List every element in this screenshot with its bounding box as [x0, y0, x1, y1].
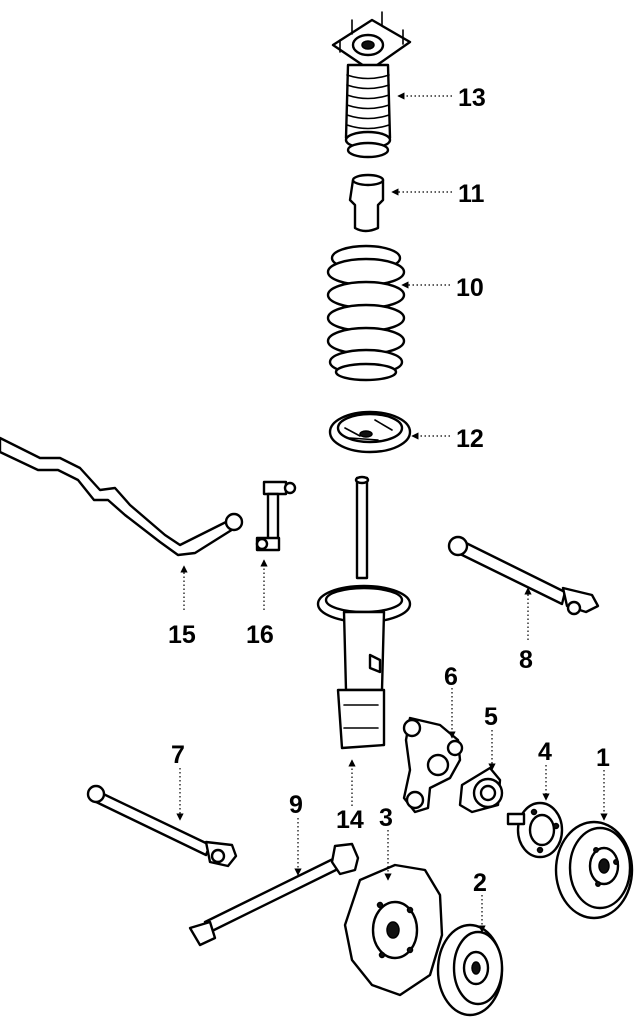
callout-14: 14	[336, 806, 364, 834]
callout-9: 9	[289, 791, 303, 819]
stabilizer-link-part	[255, 480, 297, 552]
bump-stop-part	[348, 173, 385, 233]
callout-11: 11	[458, 180, 485, 208]
spring-seat-part	[328, 410, 412, 454]
lateral-link-part	[447, 535, 600, 616]
hub-flange-part	[506, 801, 564, 859]
control-arm-part	[188, 842, 360, 947]
callout-13: 13	[458, 84, 486, 112]
callout-2: 2	[473, 869, 487, 897]
coil-spring-part	[326, 244, 406, 382]
trailing-link-part	[86, 784, 238, 868]
brake-rotor-part	[436, 923, 504, 1017]
callout-1: 1	[596, 744, 610, 772]
callout-16: 16	[246, 621, 274, 649]
hub-bearing-part	[458, 766, 504, 814]
stabilizer-bar-part	[0, 436, 244, 557]
knuckle-part	[402, 716, 464, 814]
leader-lines	[176, 92, 608, 933]
strut-assembly-part	[316, 475, 412, 750]
callout-5: 5	[484, 703, 498, 731]
callout-15: 15	[168, 621, 196, 649]
callout-3: 3	[379, 804, 393, 832]
callout-4: 4	[538, 738, 552, 766]
brake-drum-part	[554, 820, 634, 920]
callout-7: 7	[171, 741, 185, 769]
callout-8: 8	[519, 646, 533, 674]
callout-6: 6	[444, 663, 458, 691]
backing-plate-part	[343, 863, 444, 997]
callout-10: 10	[456, 274, 484, 302]
strut-mount-boot-part	[331, 11, 412, 159]
callout-12: 12	[456, 425, 484, 453]
